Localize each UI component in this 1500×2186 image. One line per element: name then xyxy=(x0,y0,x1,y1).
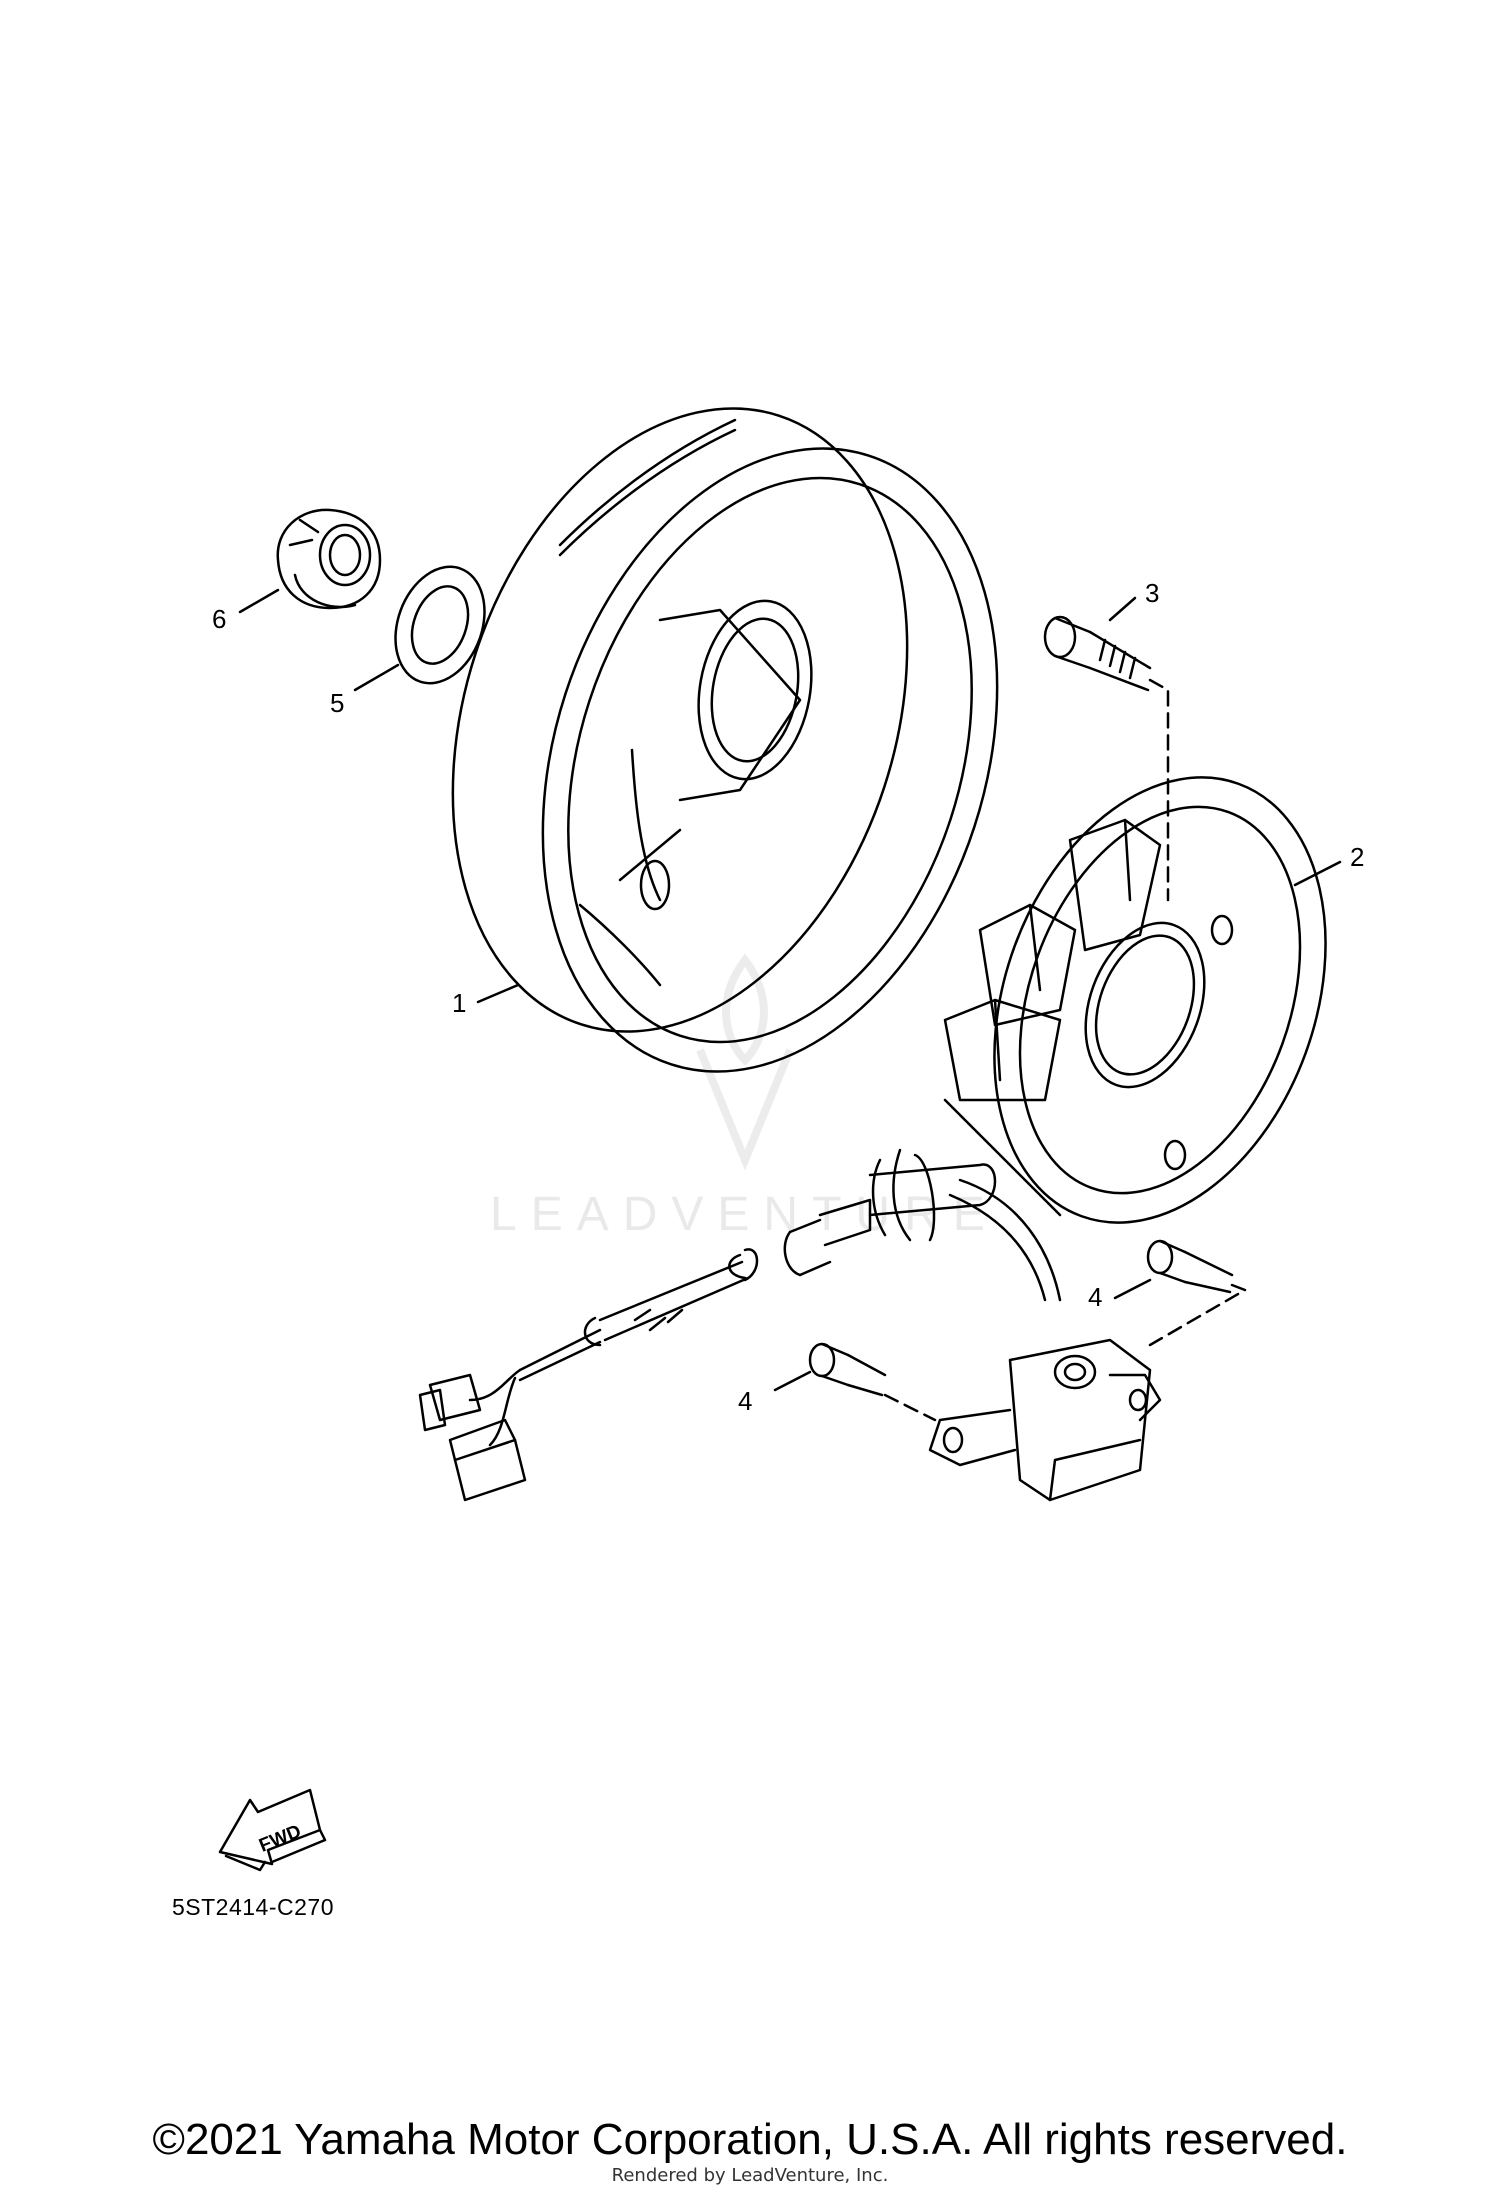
screw-part[interactable] xyxy=(1043,615,1152,692)
screw-part-4b[interactable] xyxy=(808,1342,887,1397)
leader-4b xyxy=(773,1370,812,1392)
watermark-text: LEADVENTURE xyxy=(490,1188,999,1241)
pickup-coil-part[interactable] xyxy=(928,1338,1162,1502)
leader-1 xyxy=(476,983,520,1004)
callout-5: 5 xyxy=(330,688,344,718)
callout-4-upper: 4 xyxy=(1088,1282,1102,1312)
stator-part[interactable] xyxy=(936,731,1385,1269)
assembly-line-3 xyxy=(1148,678,1170,902)
rendered-by-notice: Rendered by LeadVenture, Inc. xyxy=(611,2165,889,2186)
screw-part-4a[interactable] xyxy=(1146,1239,1234,1294)
callout-4-lower: 4 xyxy=(738,1386,752,1416)
leadventure-logo-icon xyxy=(696,953,794,1171)
leader-4a xyxy=(1113,1278,1152,1300)
callout-3: 3 xyxy=(1145,578,1159,608)
fwd-arrow-icon: FWD xyxy=(218,1788,327,1872)
copyright-notice: ©2021 Yamaha Motor Corporation, U.S.A. A… xyxy=(152,2115,1348,2164)
assembly-line-4b xyxy=(883,1393,937,1422)
leader-6 xyxy=(238,588,280,614)
callout-6: 6 xyxy=(212,604,226,634)
leader-3 xyxy=(1108,596,1137,622)
callout-1: 1 xyxy=(452,988,466,1018)
assembly-line-4a xyxy=(1148,1283,1247,1347)
leader-5 xyxy=(353,663,400,692)
washer-part[interactable] xyxy=(380,554,500,695)
callout-2: 2 xyxy=(1350,842,1364,872)
leader-2 xyxy=(1293,860,1342,887)
nut-part[interactable] xyxy=(276,508,382,610)
wire-harness[interactable] xyxy=(418,1148,1062,1502)
rotor-part[interactable] xyxy=(377,349,1074,1131)
diagram-code: 5ST2414-C270 xyxy=(172,1894,334,1920)
